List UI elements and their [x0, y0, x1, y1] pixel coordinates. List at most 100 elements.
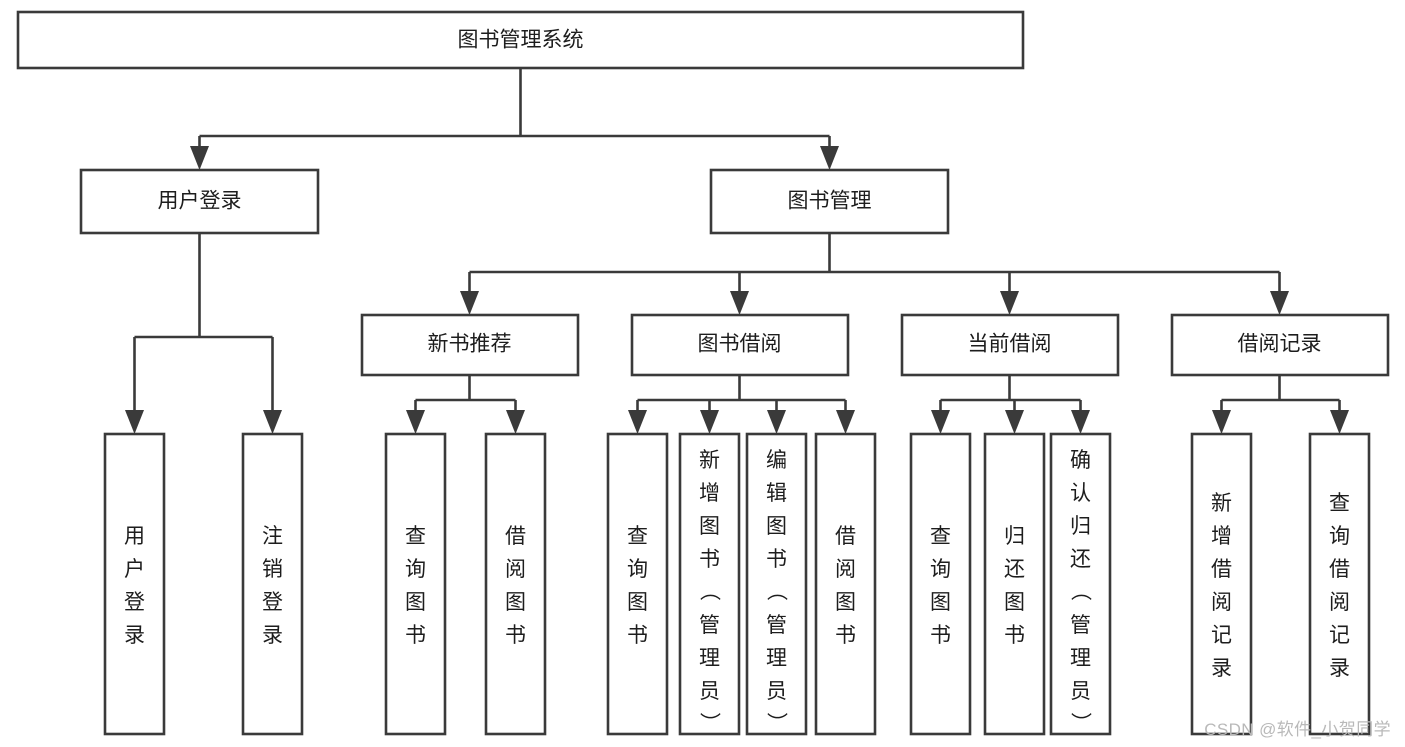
leaf-edit-book-glyph: 管: [766, 614, 787, 637]
leaf-borrow-book-1-glyph: 阅: [505, 558, 526, 581]
leaf-confirm-return-glyph: 理: [1070, 647, 1091, 670]
node-root[interactable]: 图书管理系统: [16, 10, 1025, 70]
node-root-label: 图书管理系统: [458, 29, 584, 52]
csdn-watermark: CSDN @软件_小贺同学: [1204, 720, 1391, 739]
leaf-query-book-3-glyph: 书: [930, 624, 951, 647]
leaf-confirm-return-glyph: 管: [1070, 614, 1091, 637]
leaf-add-record-glyph: 记: [1211, 624, 1232, 647]
leaf-query-book-1-glyph: 图: [405, 591, 426, 614]
node-current-borrow-box[interactable]: [900, 313, 1120, 377]
leaf-return-book-box[interactable]: [983, 432, 1046, 736]
leaf-return-book-glyph: 书: [1004, 624, 1025, 647]
node-user-login[interactable]: 用户登录: [79, 168, 320, 235]
leaf-query-book-1-box[interactable]: [384, 432, 447, 736]
leaf-user-login-box[interactable]: [103, 432, 166, 736]
leaf-borrow-book-2-glyph: 书: [835, 624, 856, 647]
arrowhead-new-book-rec: [460, 291, 479, 315]
node-new-book-rec-box[interactable]: [360, 313, 580, 377]
leaf-borrow-book-2-glyph: 图: [835, 591, 856, 614]
leaf-confirm-return-glyph: 归: [1070, 515, 1091, 538]
leaf-edit-book-box[interactable]: [745, 432, 808, 736]
leaf-user-login-label: 用户登录: [124, 525, 145, 647]
arrowhead-leaf-query-book-2: [628, 410, 647, 434]
leaf-query-book-1-glyph: 查: [405, 525, 426, 548]
node-new-book-rec[interactable]: 新书推荐: [360, 313, 580, 377]
node-book-borrow[interactable]: 图书借阅: [630, 313, 850, 377]
node-book-manage-label: 图书管理: [788, 190, 872, 213]
arrowhead-leaf-query-record: [1330, 410, 1349, 434]
node-borrow-record-box[interactable]: [1170, 313, 1390, 377]
leaf-nodes-layer: [103, 432, 1371, 736]
leaf-borrow-book-1-box[interactable]: [484, 432, 547, 736]
leaf-confirm-return-box[interactable]: [1049, 432, 1112, 736]
leaf-add-record-glyph: 借: [1211, 558, 1232, 581]
leaf-edit-book-glyph: （: [765, 580, 788, 601]
leaf-user-login-glyph: 用: [124, 525, 145, 548]
node-root-box[interactable]: [16, 10, 1025, 70]
leaf-query-book-2-glyph: 询: [627, 558, 648, 581]
connector-layer: [125, 68, 1349, 434]
leaf-add-book-glyph: 增: [699, 482, 720, 505]
leaf-query-record-glyph: 录: [1329, 657, 1350, 680]
arrowhead-leaf-logout: [263, 410, 282, 434]
leaf-borrow-book-2-glyph: 借: [835, 525, 856, 548]
leaf-query-book-2-box[interactable]: [606, 432, 669, 736]
arrowhead-leaf-query-book-1: [406, 410, 425, 434]
leaf-query-book-2-glyph: 书: [627, 624, 648, 647]
leaf-confirm-return-glyph: 认: [1070, 482, 1091, 505]
leaf-add-book-box[interactable]: [678, 432, 741, 736]
leaf-query-book-3-glyph: 查: [930, 525, 951, 548]
leaf-query-book-3-box[interactable]: [909, 432, 972, 736]
leaf-add-book-glyph: 新: [699, 449, 720, 472]
leaf-edit-book-glyph: 辑: [766, 482, 787, 505]
leaf-logout-box[interactable]: [241, 432, 304, 736]
leaf-borrow-book-1-glyph: 借: [505, 525, 526, 548]
leaf-confirm-return-glyph: 还: [1070, 548, 1091, 571]
arrowhead-leaf-borrow-book-1: [506, 410, 525, 434]
leaf-logout-glyph: 注: [262, 525, 283, 548]
node-book-borrow-box[interactable]: [630, 313, 850, 377]
leaf-borrow-book-2-box[interactable]: [814, 432, 877, 736]
leaf-confirm-return-glyph: 员: [1070, 680, 1091, 703]
leaf-user-login-glyph: 登: [124, 591, 145, 614]
leaf-query-record-glyph: 借: [1329, 558, 1350, 581]
leaf-query-book-2-glyph: 查: [627, 525, 648, 548]
leaf-borrow-book-1-glyph: 图: [505, 591, 526, 614]
leaf-logout-glyph: 登: [262, 591, 283, 614]
leaf-add-record-glyph: 阅: [1211, 591, 1232, 614]
node-book-manage-box[interactable]: [709, 168, 950, 235]
leaf-add-book-glyph: （: [698, 580, 721, 601]
leaf-query-book-3-glyph: 图: [930, 591, 951, 614]
node-user-login-label: 用户登录: [158, 190, 242, 213]
node-user-login-box[interactable]: [79, 168, 320, 235]
leaf-query-record-box[interactable]: [1308, 432, 1371, 736]
leaf-edit-book-glyph: ）: [765, 712, 788, 733]
node-new-book-rec-label: 新书推荐: [428, 333, 512, 356]
arrowhead-leaf-add-book: [700, 410, 719, 434]
arrowhead-leaf-add-record: [1212, 410, 1231, 434]
leaf-add-record-glyph: 增: [1211, 525, 1232, 548]
leaf-edit-book-glyph: 员: [766, 680, 787, 703]
arrowhead-leaf-edit-book: [767, 410, 786, 434]
leaf-add-record-box[interactable]: [1190, 432, 1253, 736]
node-current-borrow-label: 当前借阅: [968, 333, 1052, 356]
leaf-logout-glyph: 销: [262, 558, 283, 581]
node-borrow-record[interactable]: 借阅记录: [1170, 313, 1390, 377]
leaf-borrow-book-2-glyph: 阅: [835, 558, 856, 581]
node-book-manage[interactable]: 图书管理: [709, 168, 950, 235]
leaf-query-record-glyph: 询: [1329, 525, 1350, 548]
leaf-add-record-glyph: 新: [1211, 492, 1232, 515]
leaf-labels-layer: 用户登录注销登录查询图书借阅图书查询图书新增图书（管理员）编辑图书（管理员）借阅…: [124, 449, 1350, 733]
node-current-borrow[interactable]: 当前借阅: [900, 313, 1120, 377]
arrowhead-leaf-query-book-3: [931, 410, 950, 434]
arrowhead-current-borrow: [1000, 291, 1019, 315]
leaf-add-record-glyph: 录: [1211, 657, 1232, 680]
leaf-user-login-glyph: 户: [124, 558, 145, 581]
